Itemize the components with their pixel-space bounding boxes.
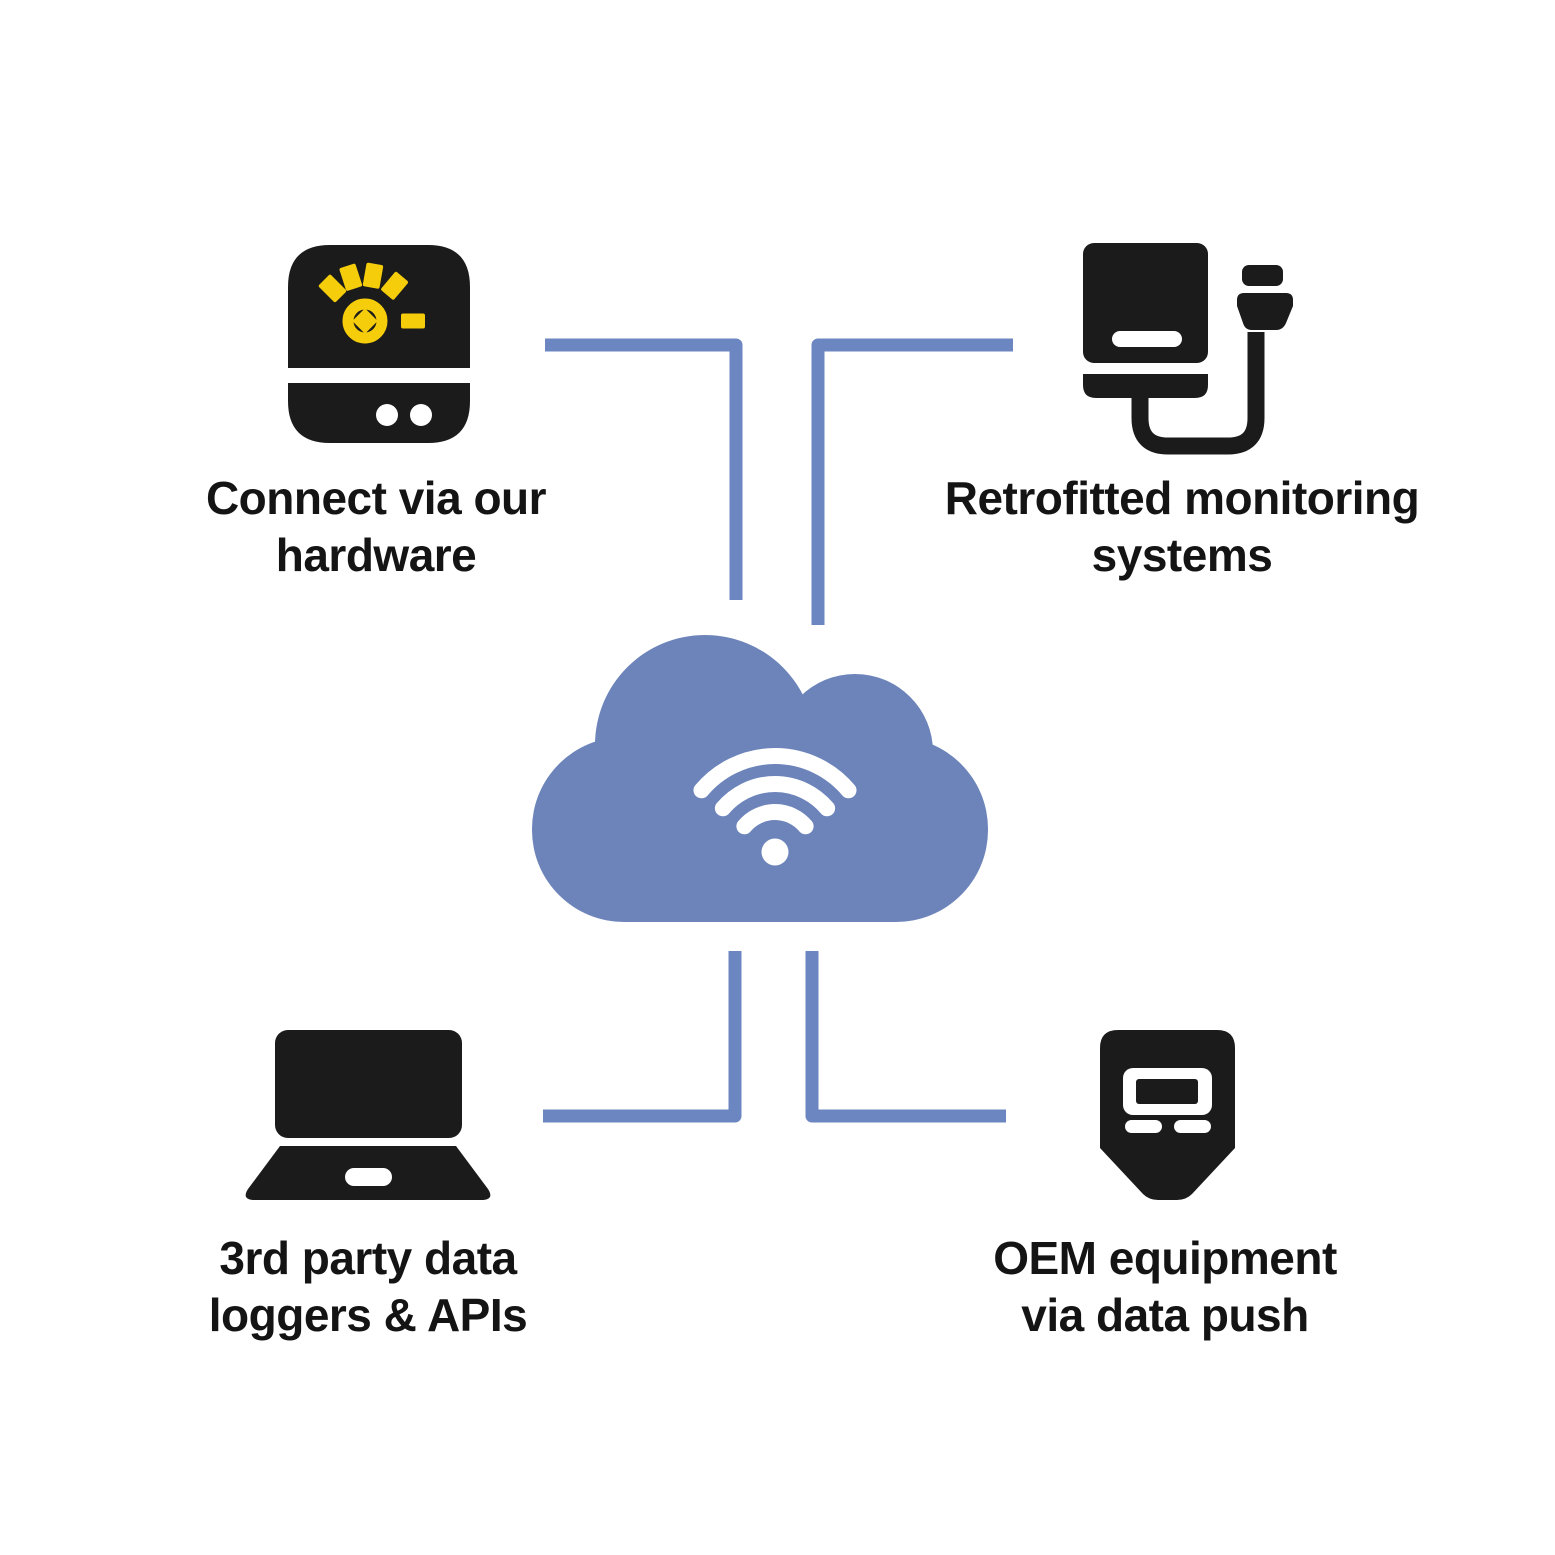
cable [1131,332,1265,455]
monitor-base [1083,374,1208,398]
connector-lines [543,338,1013,1123]
laptop-screen [275,1030,462,1138]
hardware-gateway-icon [288,245,470,443]
connector-top-left [545,338,743,600]
connector-bottom-left [543,951,742,1123]
meter-button-right [1174,1120,1211,1133]
plug-tip [1242,265,1283,286]
oem-meter-icon [1100,1030,1235,1200]
laptop-notch [345,1168,392,1186]
label-retrofitted-monitoring: Retrofitted monitoring systems [944,472,1420,581]
device-led-left [376,404,398,426]
sun-spark-icon [318,262,425,344]
monitor-slot [1112,331,1182,347]
plug-body [1237,293,1293,330]
connector-bottom-right [805,951,1006,1123]
label-third-party-loggers: 3rd party data loggers & APIs [208,1232,528,1341]
cloud-bump-left [595,635,815,855]
label-oem-equipment: OEM equipment via data push [993,1232,1337,1341]
laptop-icon [245,1030,491,1200]
connector-top-right [811,338,1013,625]
meter-button-left [1125,1120,1162,1133]
meter-display-screen [1136,1079,1198,1104]
device-led-right [410,404,432,426]
label-connect-hardware: Connect via our hardware [205,472,547,581]
retrofit-plug-icon [1083,243,1293,455]
cloud-wifi-icon [532,635,988,922]
wifi-icon [693,748,857,866]
